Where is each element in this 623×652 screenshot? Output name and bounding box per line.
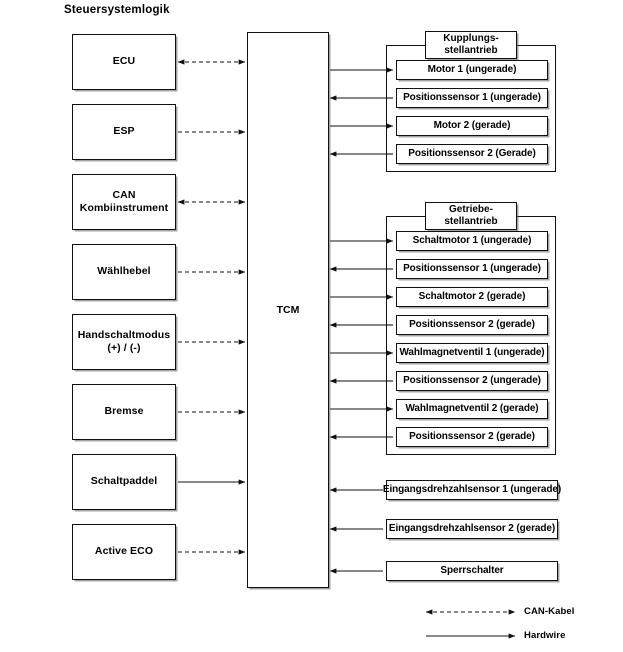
actuator-box-positionssensor-2-gerade-0-3[interactable]: Positionssensor 2 (Gerade) (396, 144, 548, 164)
group-title-kupplungs-stellantrieb: Kupplungs-stellantrieb (425, 31, 517, 59)
input-box-active-eco[interactable]: Active ECO (72, 524, 176, 580)
input-box-handschaltmodus[interactable]: Handschaltmodus(+) / (-) (72, 314, 176, 370)
sensor-box-eingangsdrehzahlsensor-1-ungerade-label: Eingangsdrehzahlsensor 1 (ungerade) (382, 484, 562, 496)
actuator-box-wahlmagnetventil-2-gerade-1-6[interactable]: Wahlmagnetventil 2 (gerade) (396, 399, 548, 419)
input-box-bremse-label: Bremse (104, 405, 144, 418)
input-box-wählhebel[interactable]: Wählhebel (72, 244, 176, 300)
actuator-box-wahlmagnetventil-2-gerade-1-6-label: Wahlmagnetventil 2 (gerade) (405, 403, 539, 415)
actuator-box-positionssensor-2-gerade-1-3-label: Positionssensor 2 (gerade) (409, 319, 535, 331)
actuator-box-positionssensor-2-gerade-1-7[interactable]: Positionssensor 2 (gerade) (396, 427, 548, 447)
actuator-box-positionssensor-1-ungerade-1-1-label: Positionssensor 1 (ungerade) (403, 263, 541, 275)
actuator-box-schaltmotor-2-gerade-1-2[interactable]: Schaltmotor 2 (gerade) (396, 287, 548, 307)
group-title-text: Kupplungs-stellantrieb (443, 33, 499, 56)
actuator-box-positionssensor-2-gerade-1-3[interactable]: Positionssensor 2 (gerade) (396, 315, 548, 335)
legend-lines (425, 609, 516, 639)
input-box-schaltpaddel-label: Schaltpaddel (90, 475, 158, 488)
input-box-esp-label: ESP (113, 125, 135, 138)
input-box-wählhebel-label: Wählhebel (97, 265, 151, 278)
tcm-label: TCM (276, 304, 300, 316)
actuator-box-motor-2-gerade-0-2[interactable]: Motor 2 (gerade) (396, 116, 548, 136)
actuator-box-schaltmotor-1-ungerade-1-0-label: Schaltmotor 1 (ungerade) (412, 235, 532, 247)
actuator-box-motor-2-gerade-0-2-label: Motor 2 (gerade) (433, 120, 511, 132)
actuator-box-positionssensor-1-ungerade-1-1[interactable]: Positionssensor 1 (ungerade) (396, 259, 548, 279)
actuator-box-motor-1-ungerade-0-0-label: Motor 1 (ungerade) (427, 64, 517, 76)
actuator-box-wahlmagnetventil-1-ungerade-1-4-label: Wahlmagnetventil 1 (ungerade) (399, 347, 545, 359)
group-frame-getriebe-stellantrieb (386, 216, 556, 455)
page-title: Steuersystemlogik (64, 4, 170, 16)
legend-label-can: CAN-Kabel (524, 606, 575, 617)
group-title-text: Getriebe-stellantrieb (444, 204, 498, 227)
sensor-box-eingangsdrehzahlsensor-1-ungerade[interactable]: Eingangsdrehzahlsensor 1 (ungerade) (382, 480, 562, 500)
legend: CAN-Kabel Hardwire (420, 603, 620, 647)
actuator-box-schaltmotor-2-gerade-1-2-label: Schaltmotor 2 (gerade) (418, 291, 526, 303)
actuator-box-positionssensor-2-gerade-0-3-label: Positionssensor 2 (Gerade) (408, 148, 536, 160)
actuator-box-positionssensor-2-gerade-1-7-label: Positionssensor 2 (gerade) (409, 431, 535, 443)
input-box-handschaltmodus-label: Handschaltmodus(+) / (-) (77, 328, 171, 354)
actuator-box-schaltmotor-1-ungerade-1-0[interactable]: Schaltmotor 1 (ungerade) (396, 231, 548, 251)
input-box-esp[interactable]: ESP (72, 104, 176, 160)
sensor-box-eingangsdrehzahlsensor-2-gerade-label: Eingangsdrehzahlsensor 2 (gerade) (388, 523, 556, 535)
actuator-box-positionssensor-2-ungerade-1-5[interactable]: Positionssensor 2 (ungerade) (396, 371, 548, 391)
input-box-active-eco-label: Active ECO (94, 545, 154, 558)
input-box-ecu[interactable]: ECU (72, 34, 176, 90)
input-box-schaltpaddel[interactable]: Schaltpaddel (72, 454, 176, 510)
transmission-control-module[interactable]: TCM (247, 32, 329, 588)
actuator-box-motor-1-ungerade-0-0[interactable]: Motor 1 (ungerade) (396, 60, 548, 80)
actuator-box-positionssensor-1-ungerade-0-1[interactable]: Positionssensor 1 (ungerade) (396, 88, 548, 108)
actuator-box-positionssensor-1-ungerade-0-1-label: Positionssensor 1 (ungerade) (403, 92, 541, 104)
actuator-box-positionssensor-2-ungerade-1-5-label: Positionssensor 2 (ungerade) (403, 375, 541, 387)
sensor-box-sperrschalter[interactable]: Sperrschalter (386, 561, 558, 581)
group-title-getriebe-stellantrieb: Getriebe-stellantrieb (425, 202, 517, 230)
sensor-box-eingangsdrehzahlsensor-2-gerade[interactable]: Eingangsdrehzahlsensor 2 (gerade) (386, 519, 558, 539)
sensor-box-sperrschalter-label: Sperrschalter (440, 565, 504, 577)
actuator-box-wahlmagnetventil-1-ungerade-1-4[interactable]: Wahlmagnetventil 1 (ungerade) (396, 343, 548, 363)
legend-label-hardwire: Hardwire (524, 630, 566, 641)
input-box-bremse[interactable]: Bremse (72, 384, 176, 440)
input-box-ecu-label: ECU (112, 55, 136, 68)
